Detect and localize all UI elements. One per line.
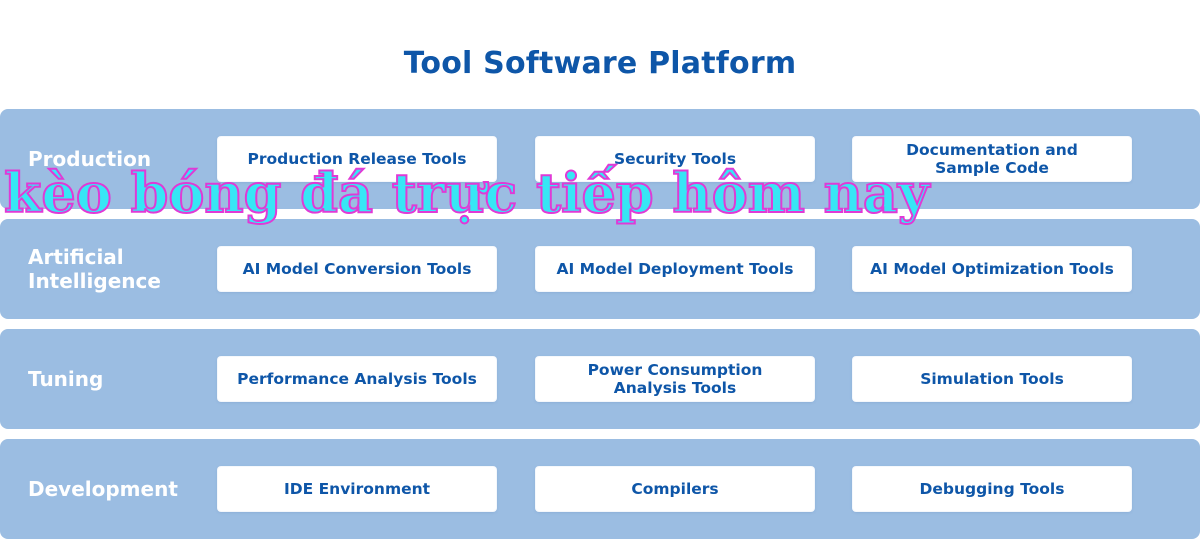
tool-power-consumption-analysis: Power Consumption Analysis Tools xyxy=(536,357,814,401)
tool-ide-environment: IDE Environment xyxy=(218,467,496,511)
layer-label-tuning: Tuning xyxy=(28,367,104,391)
tool-production-release: Production Release Tools xyxy=(218,137,496,181)
tool-performance-analysis: Performance Analysis Tools xyxy=(218,357,496,401)
tool-compilers: Compilers xyxy=(536,467,814,511)
tool-ai-model-optimization: AI Model Optimization Tools xyxy=(853,247,1131,291)
watermark-overlay-text: kèo bóng đá trực tiếp hôm nay xyxy=(3,160,930,226)
layer-artificial-intelligence: Artificial Intelligence AI Model Convers… xyxy=(0,219,1200,319)
tool-documentation-sample-code: Documentation and Sample Code xyxy=(853,137,1131,181)
page-title: Tool Software Platform xyxy=(403,46,797,81)
layer-development: Development IDE Environment Compilers De… xyxy=(0,439,1200,539)
layer-label-production: Production xyxy=(28,147,152,171)
layer-production: Production Production Release Tools Secu… xyxy=(0,109,1200,209)
layer-label-artificial-intelligence: Artificial Intelligence xyxy=(28,245,161,293)
tool-security: Security Tools xyxy=(536,137,814,181)
layer-tuning: Tuning Performance Analysis Tools Power … xyxy=(0,329,1200,429)
layer-label-development: Development xyxy=(28,477,178,501)
tool-simulation: Simulation Tools xyxy=(853,357,1131,401)
tool-ai-model-deployment: AI Model Deployment Tools xyxy=(536,247,814,291)
tool-debugging: Debugging Tools xyxy=(853,467,1131,511)
tool-ai-model-conversion: AI Model Conversion Tools xyxy=(218,247,496,291)
